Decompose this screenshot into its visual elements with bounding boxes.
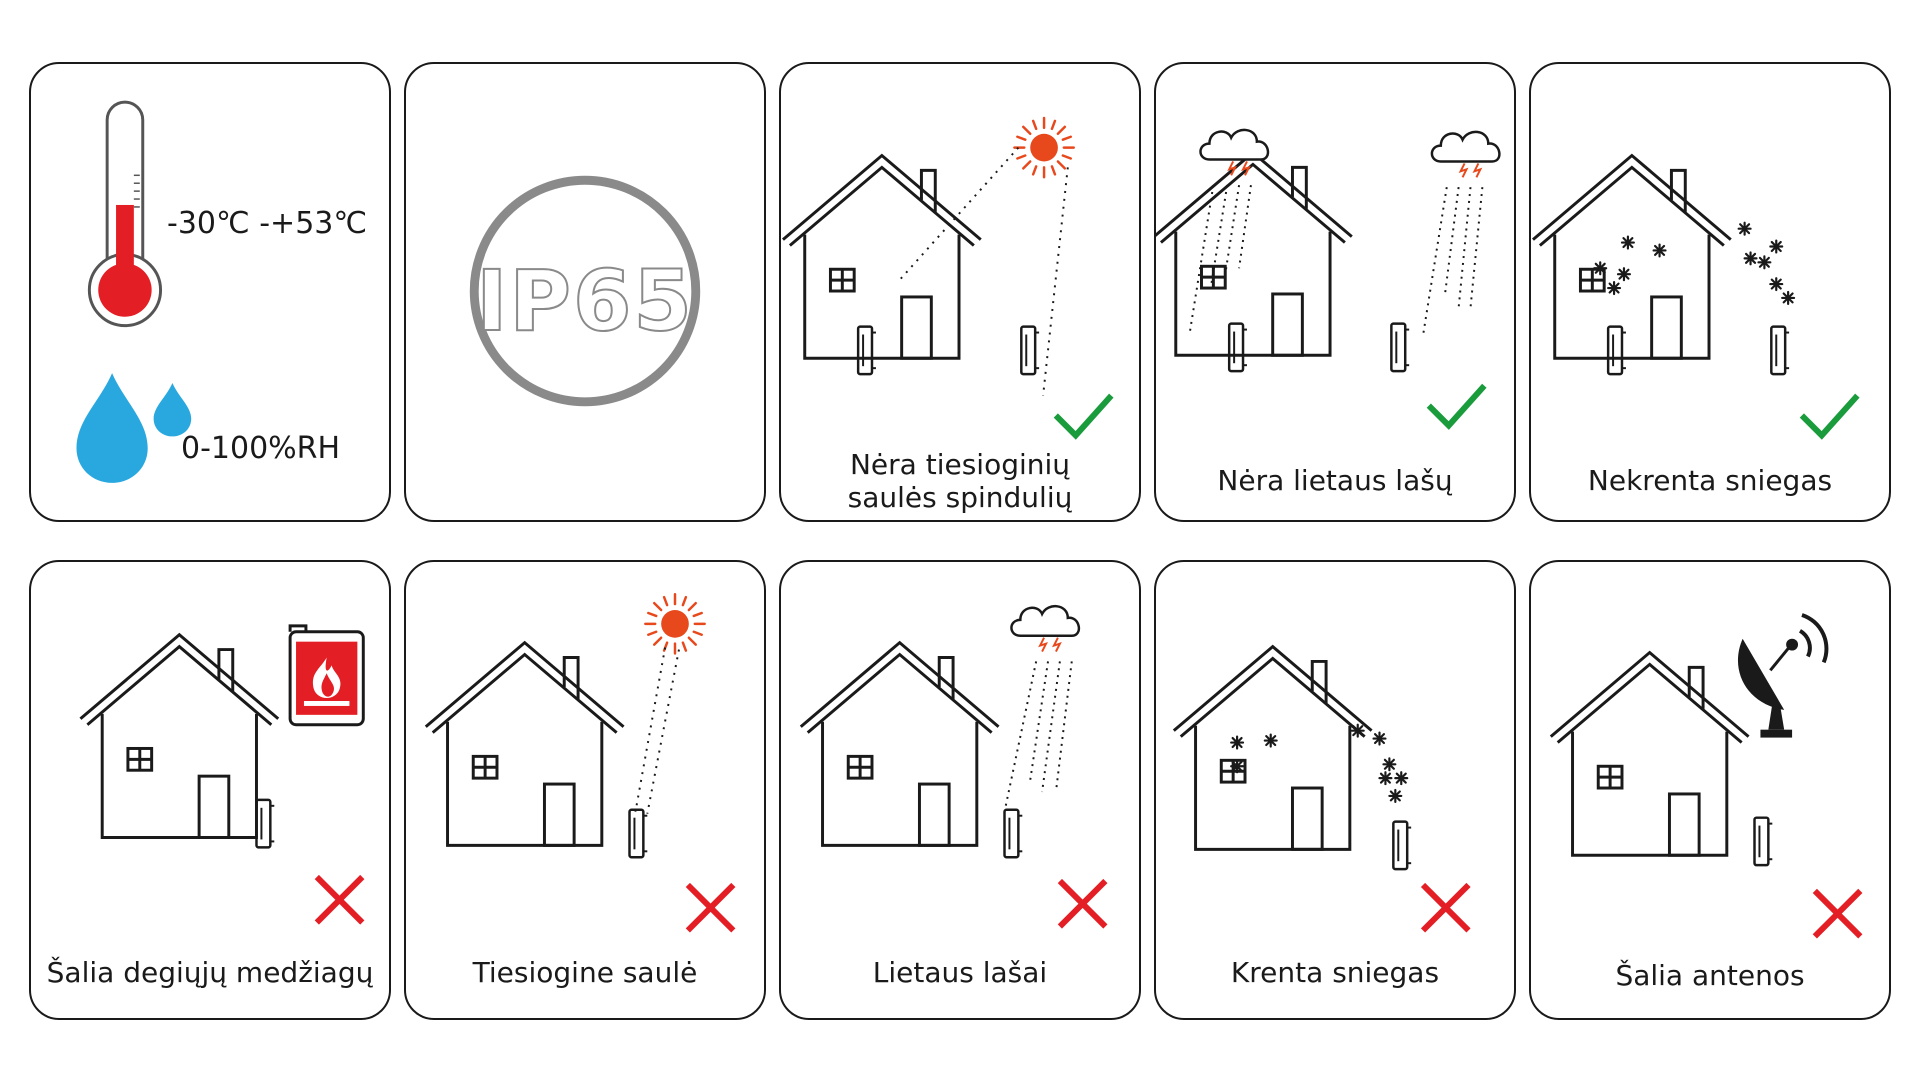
card-caption: Nekrenta sniegas [1587,464,1833,497]
cross-icon [31,562,389,1018]
card-environment-range: -30℃ -+53℃ 0-100%RH [29,62,391,522]
cross-icon [1156,562,1514,1018]
house-rain-icon [799,604,1081,859]
card-rain: Lietaus lašai [779,560,1141,1020]
house-rain-shelter-icon [1156,128,1501,373]
check-icon [1156,64,1514,520]
fuel-can-icon [288,624,365,727]
card-caption: Šalia degiųjų medžiagų [46,956,374,989]
card-caption: Nėra lietaus lašų [1217,464,1453,497]
card-snow: Krenta sniegas [1154,560,1516,1020]
card-direct-sun: Tiesiogine saulė [404,560,766,1020]
card-caption: Krenta sniegas [1230,956,1440,989]
humidity-range-label: 0-100%RH [181,431,341,466]
card-no-direct-sun: Nėra tiesioginių saulės spindulių [779,62,1141,522]
cross-icon [781,562,1139,1018]
card-ip-rating: IP65 [404,62,766,522]
water-drop-icon [76,373,192,483]
ip-rating-label: IP65 [475,251,694,351]
satellite-dish-icon [1737,613,1829,738]
card-caption: Šalia antenos [1615,959,1805,992]
house-antenna-icon [1549,613,1829,867]
card-caption: Lietaus lašai [872,956,1048,989]
card-near-antenna: Šalia antenos [1529,560,1891,1020]
cross-icon [406,562,764,1018]
card-caption: Tiesiogine saulė [472,956,698,989]
check-icon [1531,64,1889,520]
ip-rating-ring-icon [469,175,701,407]
thermometer-icon [87,100,163,328]
card-no-rain: Nėra lietaus lašų [1154,62,1516,522]
card-caption: Nėra tiesioginių saulės spindulių [847,448,1073,514]
house-flammable-icon [78,624,365,849]
cross-icon [1531,562,1889,1018]
temperature-range-label: -30℃ -+53℃ [167,206,368,241]
house-sun-shade-icon [781,116,1075,396]
card-no-snow: Nekrenta sniegas [1529,62,1891,522]
card-near-flammable: Šalia degiųjų medžiagų [29,560,391,1020]
